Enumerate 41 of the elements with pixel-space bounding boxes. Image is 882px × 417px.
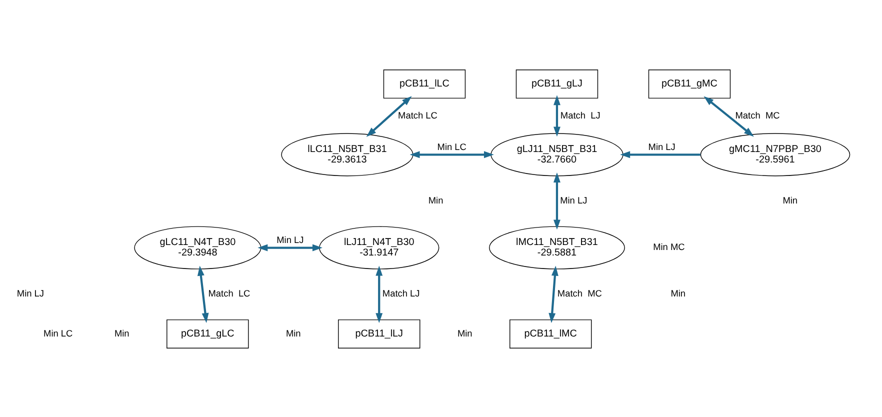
node-box: pCB11_lLC — [383, 68, 466, 98]
edge-label: Match LC — [208, 288, 250, 298]
label: Min — [428, 195, 444, 206]
edge-label: Min LJ — [648, 141, 676, 152]
node-ellipse: gLJ11_N5BT_B31 -32.7660 — [490, 132, 624, 176]
label: Min — [114, 328, 130, 338]
arrow — [410, 150, 494, 158]
arrow — [554, 172, 560, 230]
arrow — [258, 244, 322, 251]
edge-label: Match LJ — [560, 110, 600, 120]
edge-label: Min LJ — [276, 234, 304, 245]
arrow — [620, 150, 700, 158]
label: Min — [782, 195, 798, 206]
node-box: pCB11_lLJ — [338, 318, 420, 348]
arrow — [548, 265, 558, 323]
arrow — [376, 265, 383, 323]
node-ellipse: lMC11_N5BT_B31 -29.5881 — [489, 226, 625, 269]
node-box: pCB11_gLJ — [516, 68, 598, 98]
node-ellipse: gLC11_N4T_B30 -29.3948 — [134, 226, 262, 269]
arrow — [704, 96, 754, 136]
label: Min MC — [653, 242, 685, 252]
arrow — [197, 265, 209, 323]
edge-label: Match LC — [398, 110, 438, 120]
arrow — [366, 96, 412, 136]
node-box: pCB11_gLC — [166, 318, 249, 348]
edge-label: Match MC — [735, 110, 780, 120]
edge-label: Match LJ — [382, 288, 420, 298]
edge-label: Match MC — [557, 288, 602, 298]
label: Min LC — [44, 328, 73, 338]
label: Min — [457, 328, 472, 338]
label: Min — [670, 288, 686, 298]
label: Min — [286, 328, 301, 338]
arrow — [554, 94, 560, 136]
node-ellipse: lLJ11_N4T_B30 -31.9147 — [319, 226, 440, 269]
node-ellipse: gMC11_N7PBP_B30 -29.5961 — [700, 132, 850, 176]
label: Min LJ — [16, 288, 44, 298]
node-box: pCB11_lMC — [510, 318, 592, 348]
node-box: pCB11_gMC — [648, 68, 731, 98]
node-ellipse: lLC11_N5BT_B31 -29.3613 — [281, 132, 414, 176]
edge-label: Min LC — [437, 141, 466, 152]
edge-label: Min LJ — [560, 195, 588, 206]
